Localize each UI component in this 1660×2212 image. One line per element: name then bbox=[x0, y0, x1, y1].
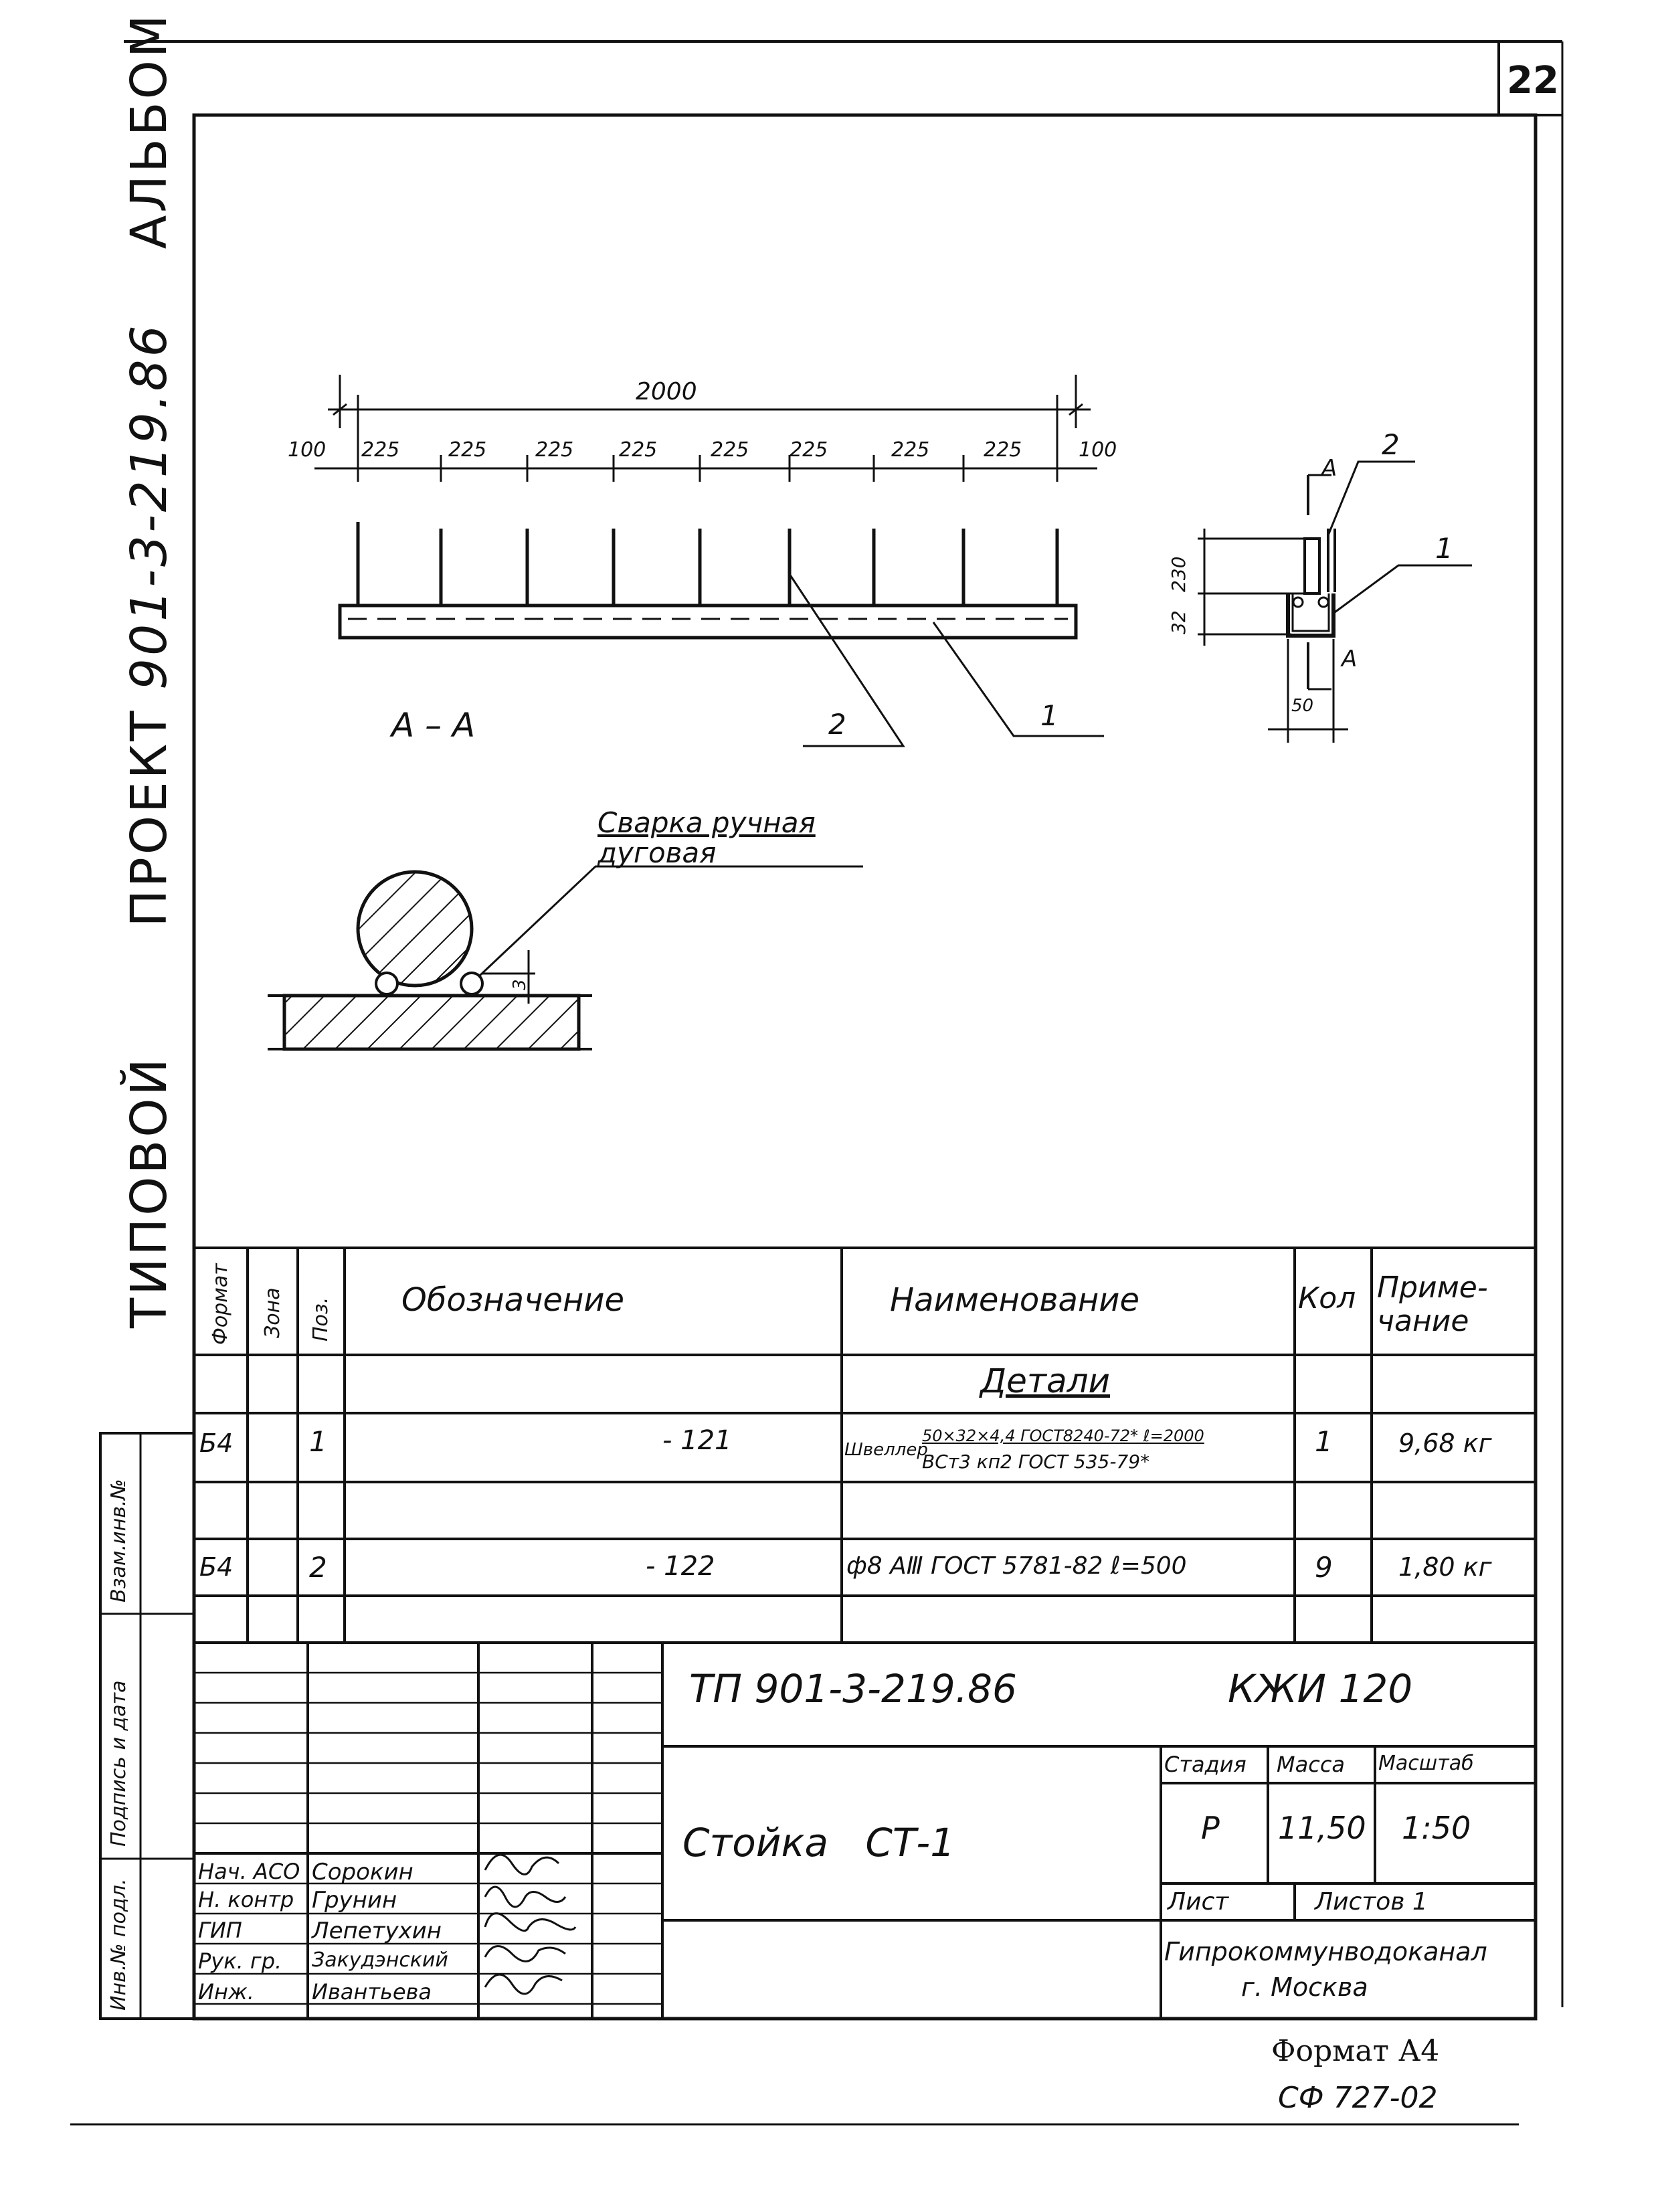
person-name: Закудэнский bbox=[312, 1948, 448, 1972]
person-role: ГИП bbox=[198, 1918, 242, 1943]
spec-row-1-format: Б4 bbox=[199, 1428, 234, 1458]
title-mass-label: Масса bbox=[1277, 1752, 1346, 1777]
side-cut-label-bottom: А bbox=[1342, 646, 1358, 672]
form-code: СФ 727-02 bbox=[1278, 2081, 1438, 2115]
spec-row-2-note: 1,80 кг bbox=[1398, 1552, 1492, 1582]
dim-spacing-value: 225 bbox=[535, 438, 574, 462]
title-mark: КЖИ 120 bbox=[1228, 1666, 1413, 1712]
spec-row-1-designation: - 121 bbox=[662, 1425, 732, 1456]
title-sheets-label: Листов 1 bbox=[1315, 1888, 1428, 1916]
spec-row-1-qty: 1 bbox=[1315, 1425, 1333, 1458]
spec-row-1-name-prefix: Швеллер bbox=[844, 1440, 928, 1460]
leader-label-1: 1 bbox=[1040, 699, 1058, 732]
side-pos-1: 1 bbox=[1435, 532, 1453, 565]
page-number: 22 bbox=[1507, 59, 1559, 102]
title-code: ТП 901-3-219.86 bbox=[689, 1666, 1017, 1712]
title-stage-label: Стадия bbox=[1164, 1752, 1247, 1777]
dim-spacing-value: 225 bbox=[448, 438, 487, 462]
side-cut-label-top: А bbox=[1321, 455, 1338, 482]
title-scale-label: Масштаб bbox=[1378, 1752, 1474, 1775]
section-label: А – А bbox=[391, 706, 476, 745]
title-organization-line2: г. Москва bbox=[1241, 1972, 1368, 2002]
side-dim-50: 50 bbox=[1291, 696, 1314, 716]
spec-header-zone: Зона bbox=[261, 1287, 284, 1338]
spec-header-designation: Обозначение bbox=[401, 1281, 625, 1319]
title-stage: Р bbox=[1201, 1810, 1220, 1846]
spec-row-1-name-top: 50×32×4,4 ГОСТ8240-72* ℓ=2000 bbox=[922, 1426, 1204, 1445]
title-mass: 11,50 bbox=[1278, 1810, 1366, 1846]
spec-header-qty: Кол bbox=[1298, 1281, 1356, 1315]
person-name: Сорокин bbox=[312, 1859, 413, 1885]
dim-spacing-value: 225 bbox=[984, 438, 1022, 462]
dim-overall: 2000 bbox=[636, 378, 697, 405]
title-organization-line1: Гипрокоммунводоканал bbox=[1164, 1937, 1487, 1966]
leader-label-2: 2 bbox=[828, 708, 846, 741]
dim-spacing-value: 225 bbox=[891, 438, 930, 462]
dim-spacing-value: 225 bbox=[361, 438, 400, 462]
weld-label-line1: Сварка ручная bbox=[597, 806, 816, 839]
person-role: Нач. АСО bbox=[198, 1859, 300, 1884]
person-name: Лепетухин bbox=[312, 1918, 442, 1944]
dim-spacing-value: 225 bbox=[619, 438, 658, 462]
person-role: Инж. bbox=[198, 1979, 254, 2005]
dim-spacing-value: 225 bbox=[790, 438, 828, 462]
person-name: Грунин bbox=[312, 1887, 397, 1914]
format-note: Формат А4 bbox=[1271, 2034, 1440, 2068]
side-pos-2: 2 bbox=[1382, 428, 1400, 461]
dim-end-left: 100 bbox=[288, 438, 327, 462]
spec-row-2-pos: 2 bbox=[309, 1551, 327, 1584]
dim-spacing-value: 225 bbox=[711, 438, 749, 462]
spec-row-2-designation: - 122 bbox=[646, 1551, 715, 1582]
spec-row-2-name: ф8 АⅢ ГОСТ 5781-82 ℓ=500 bbox=[846, 1552, 1187, 1580]
title-scale: 1:50 bbox=[1402, 1810, 1471, 1846]
spec-row-1-name-bottom: ВСт3 кп2 ГОСТ 535-79* bbox=[922, 1451, 1150, 1473]
person-name: Ивантьева bbox=[312, 1979, 432, 2005]
person-role: Н. контр bbox=[198, 1887, 294, 1912]
title-sheet-label: Лист bbox=[1168, 1888, 1229, 1916]
spec-row-1-note: 9,68 кг bbox=[1398, 1428, 1492, 1458]
spec-header-format: Формат bbox=[209, 1263, 232, 1345]
spec-row-1-pos: 1 bbox=[309, 1425, 327, 1458]
spec-header-name: Наименование bbox=[890, 1281, 1140, 1319]
spec-header-pos: Поз. bbox=[309, 1297, 333, 1342]
spec-section-title: Детали bbox=[980, 1362, 1111, 1400]
spec-header-note: Приме- чание bbox=[1377, 1271, 1488, 1338]
title-object-name: Стойка СТ-1 bbox=[682, 1820, 955, 1865]
person-role: Рук. гр. bbox=[198, 1948, 282, 1974]
spec-row-2-qty: 9 bbox=[1315, 1551, 1333, 1584]
spec-row-2-format: Б4 bbox=[199, 1552, 234, 1582]
weld-label-line2: дуговая bbox=[597, 836, 717, 869]
dim-end-right: 100 bbox=[1079, 438, 1117, 462]
